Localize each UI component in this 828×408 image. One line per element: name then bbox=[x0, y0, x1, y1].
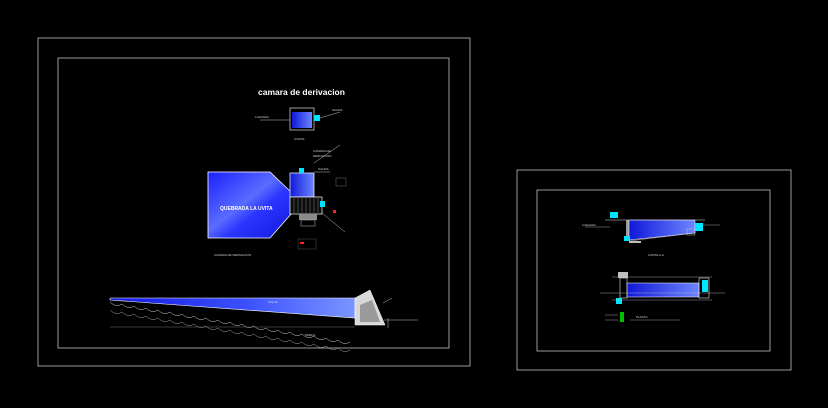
right-sheet: LLEGADA CORTE A-A PLANTA bbox=[516, 169, 792, 371]
svg-text:SALIDA: SALIDA bbox=[318, 167, 329, 171]
right-sheet-outer-frame bbox=[516, 169, 792, 371]
svg-text:LLEGADA: LLEGADA bbox=[255, 115, 269, 119]
svg-text:LLEGADA: LLEGADA bbox=[582, 223, 596, 227]
left-sheet: camara de derivacion SALIDA LLEGADA CORT… bbox=[37, 37, 471, 367]
plan-label-bottom: DERIVACION bbox=[313, 154, 331, 158]
right-plan-caption: PLANTA bbox=[636, 315, 647, 319]
sheet-title: camara de derivacion bbox=[258, 87, 345, 97]
longitudinal-profile: DIQUE PERFIL bbox=[109, 289, 418, 352]
right-sheet-inner-frame bbox=[536, 189, 771, 352]
svg-text:SALIDA: SALIDA bbox=[332, 108, 343, 112]
left-sheet-inner-frame bbox=[57, 57, 450, 349]
channel-label: QUEBRADA LA UVITA bbox=[220, 206, 273, 212]
plan-label-top: CAMARA DE bbox=[313, 149, 331, 153]
top-detail: SALIDA LLEGADA CORTE bbox=[255, 107, 343, 141]
right-plan-view: PLANTA bbox=[600, 272, 725, 322]
profile-caption: PERFIL bbox=[305, 333, 316, 337]
main-plan: QUEBRADA LA UVITA CAMARA DE DERIVACION S… bbox=[207, 144, 347, 257]
detail-caption: CORTE bbox=[294, 137, 304, 141]
plan-caption: CAMARA DE DERIVACION bbox=[214, 253, 251, 257]
section-caption: CORTE A-A bbox=[648, 253, 664, 257]
section-view: LLEGADA CORTE A-A bbox=[582, 212, 720, 257]
svg-text:DIQUE: DIQUE bbox=[268, 300, 278, 304]
left-sheet-outer-frame bbox=[37, 37, 471, 367]
